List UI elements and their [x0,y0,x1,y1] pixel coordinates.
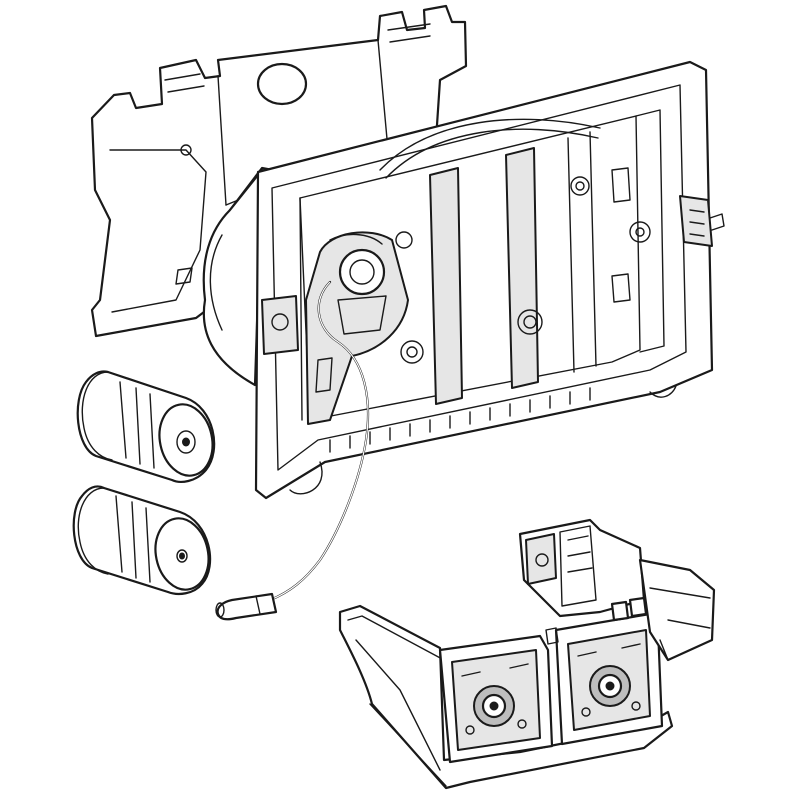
plate-round-hole [256,62,308,106]
dual-actuator-module [338,518,716,790]
battery-cell-top [76,370,216,483]
cistern-body [202,168,264,387]
sensor-cable [215,280,370,621]
cable-connector-plug [216,592,278,621]
front-actuator-frame [254,60,725,500]
battery-cell-bottom [72,485,212,595]
